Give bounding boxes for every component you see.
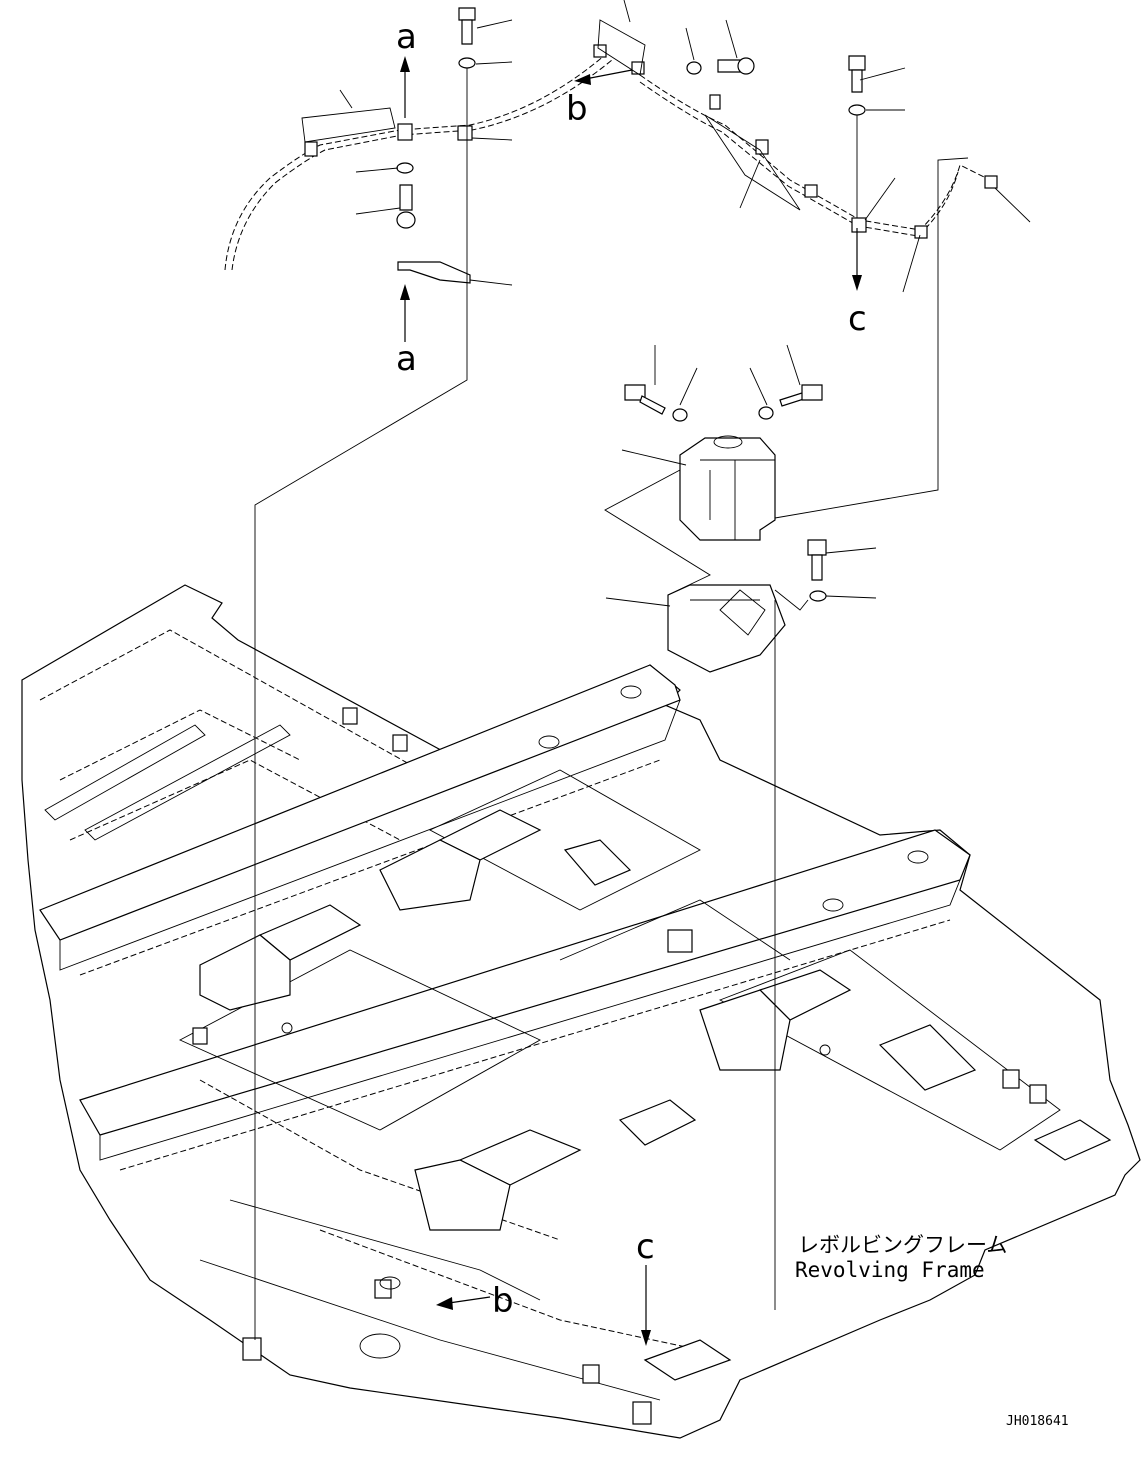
frame-label-japanese: レボルビングフレーム	[798, 1233, 1007, 1257]
view-letter-a-bottom: a	[396, 339, 417, 379]
tank-bracket	[667, 584, 786, 673]
revolving-frame	[21, 584, 1141, 1439]
leader-lines	[254, 0, 1031, 1340]
frame-label-english: Revolving Frame	[795, 1258, 985, 1282]
view-letter-a-top: a	[396, 17, 417, 57]
view-arrows	[400, 56, 862, 1346]
view-letter-c-bottom: c	[636, 1227, 655, 1267]
view-letter-c-top: c	[848, 299, 867, 339]
drawing-code: JH018641	[1006, 1414, 1069, 1429]
wire-harness	[224, 19, 998, 284]
view-letter-b-bottom: b	[492, 1281, 514, 1321]
washer-tank	[679, 435, 776, 541]
view-letter-b-top: b	[566, 89, 588, 129]
